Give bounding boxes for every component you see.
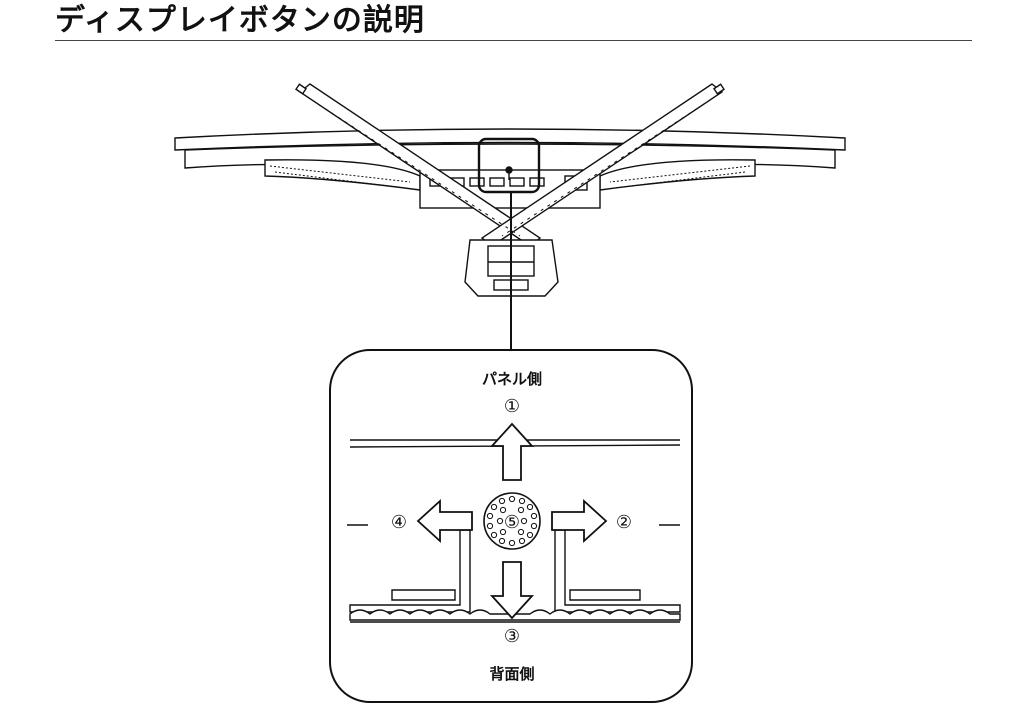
marker-left: ④ (390, 512, 408, 533)
marker-down: ③ (503, 626, 521, 647)
joystick-button-icon (483, 492, 541, 550)
page-title: ディスプレイボタンの説明 (55, 3, 425, 38)
marker-center: ⑤ (503, 512, 521, 533)
arrow-right-icon (551, 498, 608, 544)
marker-up: ① (503, 396, 521, 417)
monitor-top-view-illustration (174, 83, 846, 297)
back-side-label: 背面側 (489, 665, 535, 683)
marker-right: ② (615, 512, 633, 533)
title-divider (55, 40, 972, 41)
arrow-up-icon (489, 422, 535, 481)
arrow-down-icon (489, 561, 535, 620)
panel-side-label: パネル側 (481, 370, 542, 388)
arrow-left-icon (416, 498, 473, 544)
